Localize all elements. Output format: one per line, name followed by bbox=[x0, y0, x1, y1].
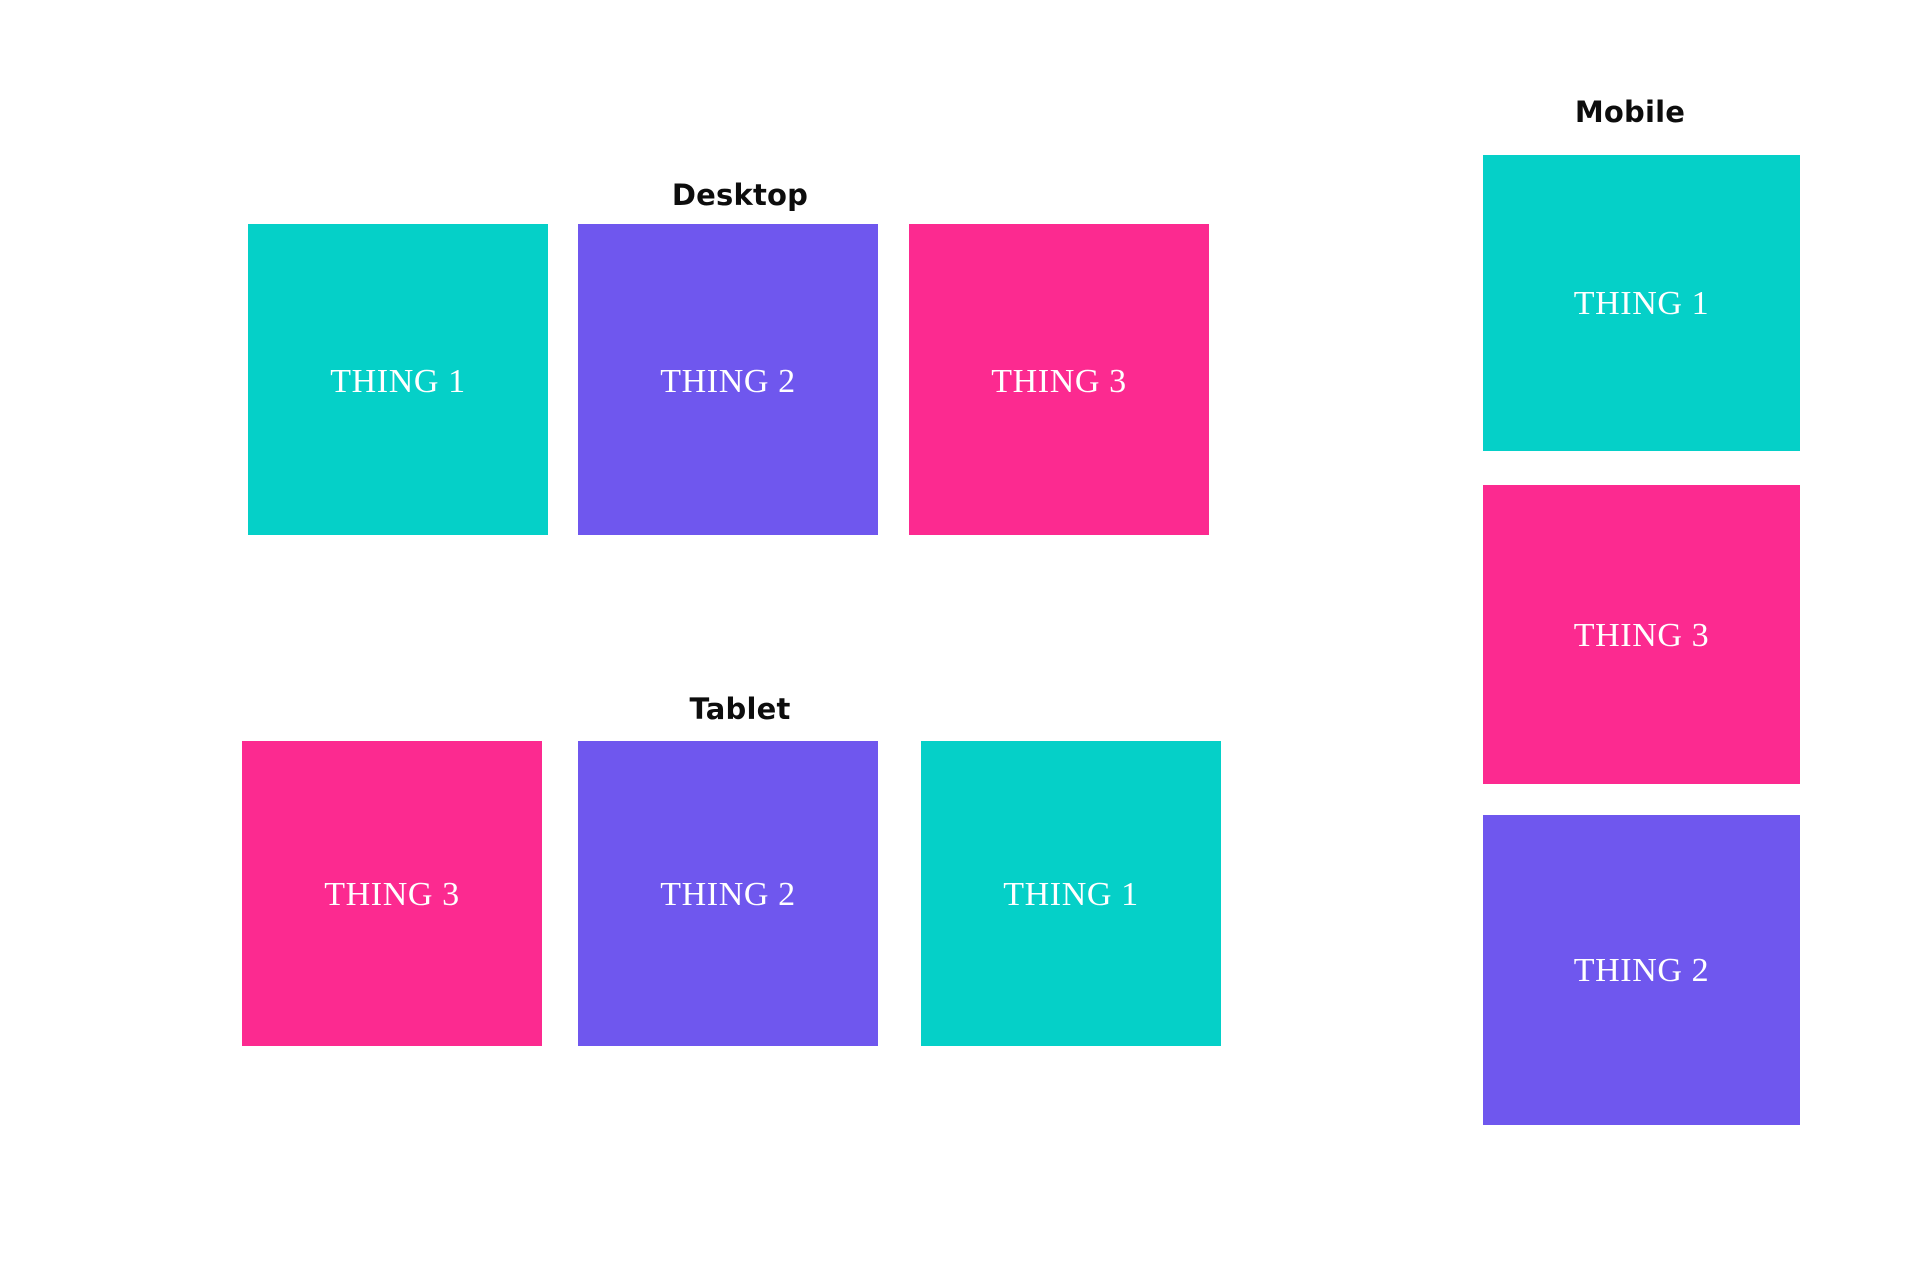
desktop-box-3-label: THING 3 bbox=[991, 362, 1127, 400]
tablet-box-1-label: THING 3 bbox=[324, 875, 460, 913]
mobile-box-3-label: THING 2 bbox=[1573, 952, 1710, 989]
desktop-box-3[interactable]: THING 3 bbox=[909, 224, 1209, 535]
group-heading-mobile: Mobile bbox=[1574, 95, 1686, 129]
group-heading-tablet: Tablet bbox=[689, 692, 791, 726]
mobile-box-3[interactable]: THING 2 bbox=[1483, 815, 1800, 1125]
desktop-box-1[interactable]: THING 1 bbox=[248, 224, 548, 535]
mobile-box-1-label: THING 1 bbox=[1573, 285, 1710, 322]
tablet-box-2[interactable]: THING 2 bbox=[578, 741, 878, 1046]
mobile-box-1[interactable]: THING 1 bbox=[1483, 155, 1800, 451]
desktop-box-1-label: THING 1 bbox=[330, 362, 466, 400]
mobile-box-2-label: THING 3 bbox=[1573, 616, 1710, 654]
desktop-box-2[interactable]: THING 2 bbox=[578, 224, 878, 535]
group-heading-desktop: Desktop bbox=[671, 178, 809, 212]
mobile-box-2[interactable]: THING 3 bbox=[1483, 485, 1800, 784]
tablet-box-3[interactable]: THING 1 bbox=[921, 741, 1221, 1046]
tablet-box-1[interactable]: THING 3 bbox=[242, 741, 542, 1046]
desktop-box-2-label: THING 2 bbox=[660, 362, 796, 400]
tablet-box-2-label: THING 2 bbox=[660, 875, 796, 913]
tablet-box-3-label: THING 1 bbox=[1003, 875, 1139, 913]
